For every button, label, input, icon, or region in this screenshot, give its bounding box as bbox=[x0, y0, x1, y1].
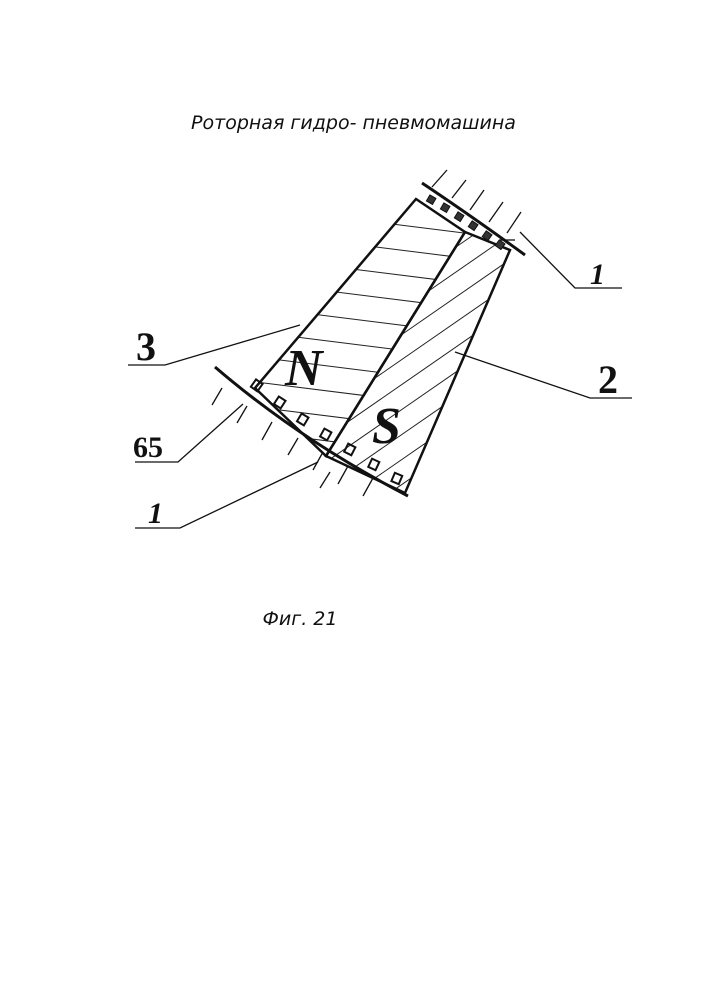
bottom-rotor-tick-lines bbox=[212, 388, 373, 496]
top-rotor-arc bbox=[422, 183, 525, 255]
s-magnet-hatching bbox=[300, 150, 560, 555]
label-ref-1-bottom: 1 bbox=[148, 497, 163, 530]
n-magnet-hatching bbox=[200, 200, 480, 460]
leader-lines bbox=[128, 232, 632, 528]
label-ref-3: 3 bbox=[136, 324, 156, 369]
label-ref-2: 2 bbox=[598, 357, 618, 402]
top-rotor-teeth bbox=[426, 195, 505, 250]
label-ref-65: 65 bbox=[133, 431, 163, 464]
leader-1-top bbox=[520, 232, 622, 288]
figure-caption: Фиг. 21 bbox=[0, 608, 600, 630]
label-ref-1-top: 1 bbox=[590, 258, 605, 291]
pole-n-label: N bbox=[284, 340, 325, 397]
pole-s-label: S bbox=[372, 398, 401, 455]
n-magnet-outline bbox=[255, 199, 465, 456]
